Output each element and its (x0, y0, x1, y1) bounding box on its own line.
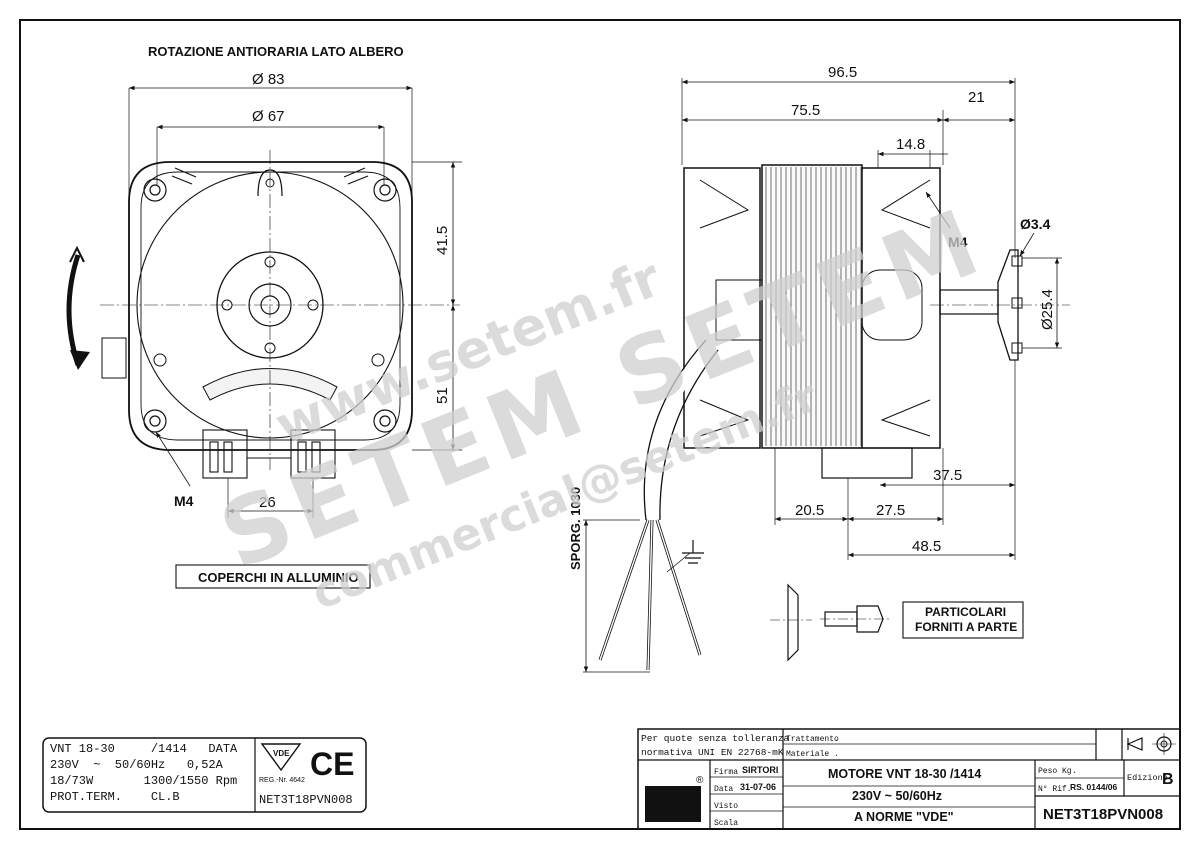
side-view: 96.5 75.5 21 14.8 Ø25.4 Ø3.4 (568, 64, 1070, 673)
dim-21: 21 (968, 89, 985, 106)
dim-27-5: 27.5 (876, 502, 905, 519)
sheet-border (19, 19, 1181, 830)
scala-label: Scala (714, 819, 738, 828)
loose-parts-note-line2: FORNITI A PARTE (915, 620, 1017, 634)
tolerance-note-line2: normativa UNI EN 22768-mK (641, 747, 784, 758)
elco-logo (645, 786, 701, 822)
dim-96-5: 96.5 (828, 64, 857, 81)
dim-51: 51 (434, 387, 451, 404)
plate-line-4: PROT.TERM. CL.B (50, 790, 180, 804)
rating-plate: VNT 18-30 /1414 DATA 230V ~ 50/60Hz 0,52… (42, 737, 367, 813)
rotation-title: ROTAZIONE ANTIORARIA LATO ALBERO (148, 44, 404, 59)
title-block: Per quote senza tolleranza normativa UNI… (534, 728, 1181, 830)
plate-code: NET3T18PVN008 (259, 793, 353, 807)
dim-41-5: 41.5 (434, 226, 451, 255)
dim-26: 26 (259, 494, 276, 511)
dim-75-5: 75.5 (791, 102, 820, 119)
dim-diameter-3-4: Ø3.4 (1020, 216, 1051, 232)
front-view: ROTAZIONE ANTIORARIA LATO ALBERO Ø 83 Ø … (66, 44, 462, 589)
registered-mark: ® (696, 775, 704, 786)
dim-diameter-25-4: Ø25.4 (1039, 289, 1056, 330)
description-line2: 230V ~ 50/60Hz (852, 789, 942, 803)
rif-label: N° Rif. (1038, 785, 1072, 794)
trattamento-value: . (834, 735, 839, 744)
elco-logo-text: ELCO (534, 794, 592, 818)
plate-line-1: VNT 18-30 /1414 DATA (50, 742, 238, 756)
description-line3: A NORME "VDE" (854, 810, 954, 824)
aluminium-covers-note: COPERCHI IN ALLUMINIO (198, 570, 359, 585)
visto-label: Visto (714, 802, 738, 811)
label-m4-side: M4 (948, 234, 968, 250)
dim-diameter-67: Ø 67 (252, 108, 285, 125)
label-m4-front: M4 (174, 493, 194, 509)
dim-37-5: 37.5 (933, 467, 962, 484)
vde-triangle-icon (260, 743, 302, 772)
rotation-arrow-icon (66, 254, 81, 366)
trattamento-label: Trattamento (786, 735, 839, 744)
peso-value: . (1072, 767, 1077, 776)
tolerance-note-line1: Per quote senza tolleranza (641, 733, 790, 744)
vde-reg-number: REG.-Nr. 4642 (259, 777, 305, 784)
peso-label: Peso Kg (1038, 767, 1072, 776)
projection-symbol-icon (1126, 737, 1143, 751)
rif-value: RS. 0144/06 (1070, 782, 1118, 792)
edizione-value: B (1162, 771, 1174, 788)
data-value: 31-07-06 (740, 782, 776, 792)
materiale-label: Materiale (786, 750, 829, 759)
loose-parts-note-line1: PARTICOLARI (925, 605, 1006, 619)
plate-line-3: 18/73W 1300/1550 Rpm (50, 774, 237, 788)
firma-label: Firma (714, 768, 738, 777)
firma-value: SIRTORI (742, 765, 778, 775)
edizione-label: Edizione (1127, 773, 1168, 783)
materiale-value: . (834, 750, 839, 759)
dim-48-5: 48.5 (912, 538, 941, 555)
dim-20-5: 20.5 (795, 502, 824, 519)
plate-line-2: 230V ~ 50/60Hz 0,52A (50, 758, 224, 772)
ce-mark: CE (310, 746, 354, 782)
dim-14-8: 14.8 (896, 136, 925, 153)
cable-length-label: SPORG. 1030 (568, 487, 583, 570)
dim-diameter-83: Ø 83 (252, 71, 285, 88)
description-line1: MOTORE VNT 18-30 /1414 (828, 767, 981, 781)
drawing-code: NET3T18PVN008 (1043, 806, 1163, 823)
data-label: Data (714, 785, 733, 794)
vde-mark: VDE (273, 749, 290, 758)
